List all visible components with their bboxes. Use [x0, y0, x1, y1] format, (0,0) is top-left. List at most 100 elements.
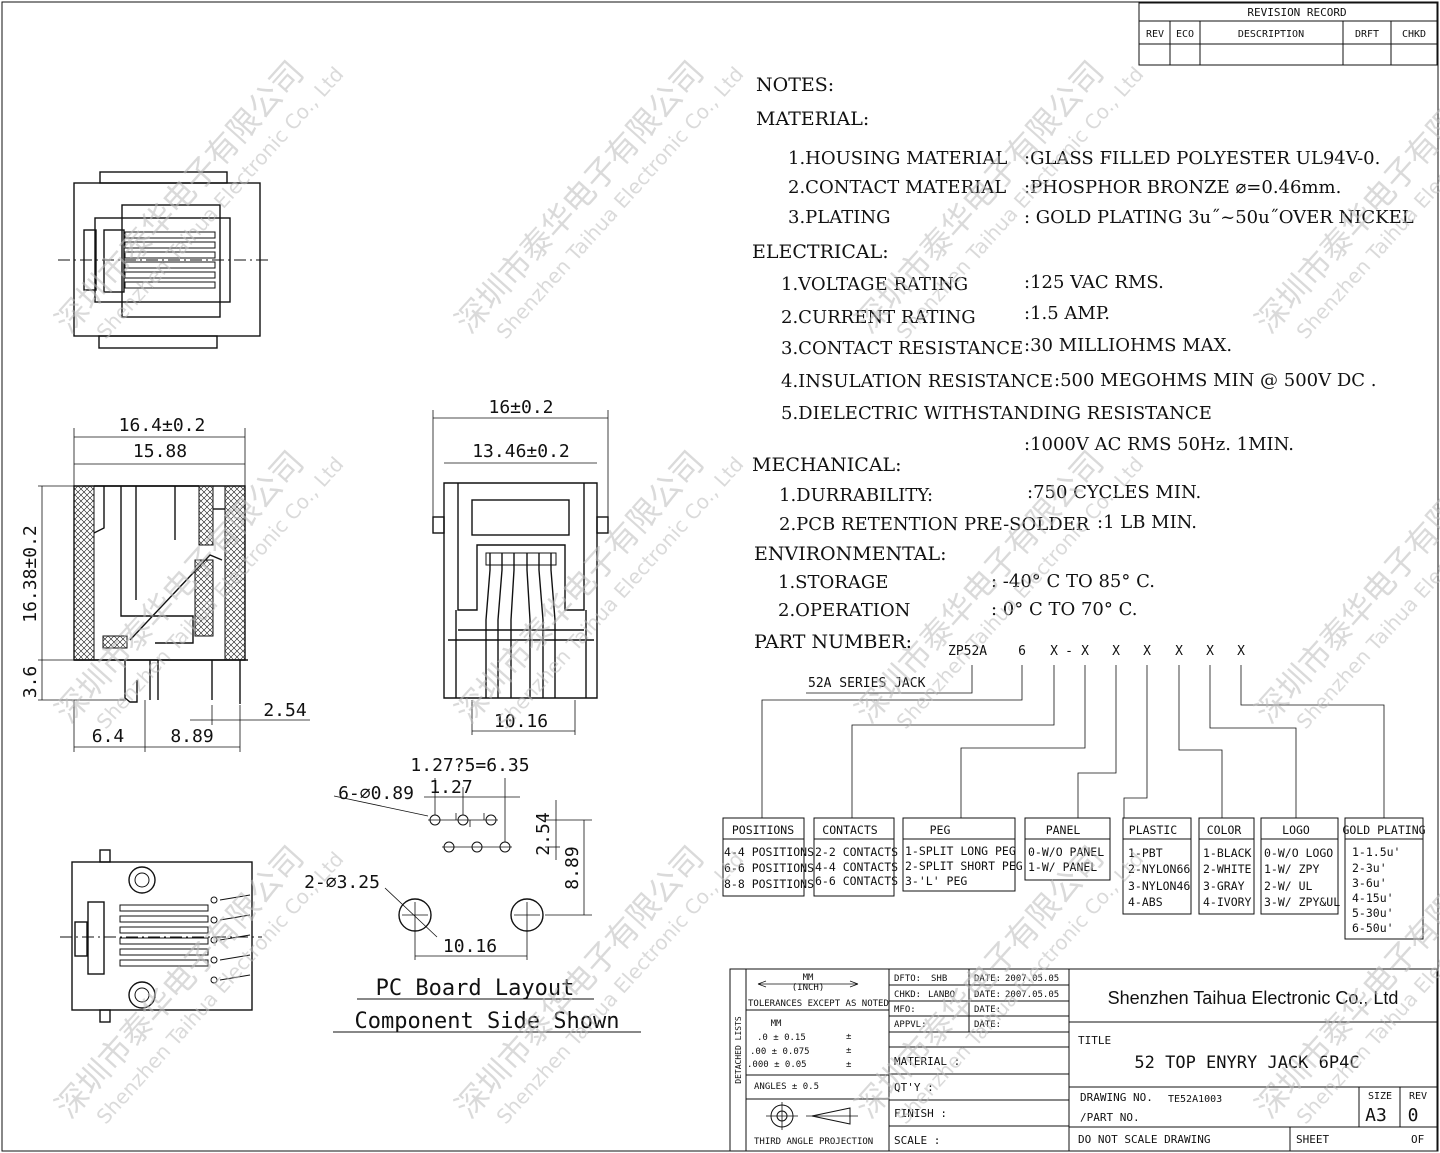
material-item-3-value: : GOLD PLATING 3u˝~50u˝OVER NICKEL — [1024, 207, 1414, 228]
watermarks: 深圳市泰华电子有限公司 Shenzhen Taihua Electronic Co… — [48, 53, 1440, 1128]
material-item-2-value: :PHOSPHOR BRONZE ⌀=0.46mm. — [1024, 177, 1341, 198]
watermark-en: Shenzhen Taihua Electronic Co., Ltd — [92, 452, 349, 733]
option-box-positions: POSITIONS 4-4 POSITIONS 6-6 POSITIONS 8-… — [722, 817, 814, 897]
mechanical-heading: MECHANICAL: — [752, 454, 902, 476]
appvl-date-label: DATE: — [974, 1020, 1001, 1030]
dim-pcb-pitch-total: 1.27?5=6.35 — [410, 755, 529, 776]
option-box-logo: LOGO 0-W/O LOGO 1-W/ ZPY 2-W/ UL 3-W/ ZP… — [1260, 817, 1340, 915]
option-line: 0-W/O LOGO — [1264, 846, 1333, 860]
drawing-no-value: TE52A1003 — [1168, 1094, 1222, 1105]
option-title: LOGO — [1282, 823, 1310, 837]
option-title: PEG — [930, 823, 951, 837]
option-title: GOLD PLATING — [1342, 823, 1425, 837]
code-prefix: ZP52A — [948, 644, 987, 659]
part-number-heading: PART NUMBER: — [754, 631, 912, 653]
chkd-label: CHKD: — [894, 990, 921, 1000]
material-item-1-label: 1.HOUSING MATERIAL — [788, 148, 1007, 169]
dim-side-pitch: 2.54 — [263, 700, 306, 721]
code-pos-7: X — [1206, 644, 1214, 659]
option-line: 2-WHITE — [1203, 862, 1252, 876]
tolerance-row-3: .000 ± 0.05 — [747, 1060, 807, 1070]
side-view-dimensions: 16.4±0.2 15.88 16.38±0.2 3.6 6.4 8.89 2.… — [20, 415, 310, 752]
material-item-1-value: :GLASS FILLED POLYESTER UL94V-0. — [1024, 148, 1380, 169]
third-angle-projection-symbol — [766, 1102, 858, 1130]
option-box-color: COLOR 1-BLACK 2-WHITE 3-GRAY 4-IVORY — [1198, 817, 1255, 915]
qty-field-label: QT'Y : — [894, 1081, 934, 1094]
watermark-en: Shenzhen Taihua Electronic Co., Ltd — [492, 452, 749, 733]
mechanical-item-1-label: 1.DURRABILITY: — [779, 485, 933, 506]
option-title: PANEL — [1046, 823, 1081, 837]
dim-pcb-height: 8.89 — [562, 846, 583, 889]
electrical-item-1-value: :125 VAC RMS. — [1024, 272, 1164, 293]
front-view-contacts — [485, 552, 557, 698]
material-field-label: MATERIAL : — [894, 1055, 960, 1068]
option-line: 4-ABS — [1128, 895, 1163, 909]
electrical-item-4-value: :500 MEGOHMS MIN @ 500V DC . — [1054, 370, 1377, 391]
electrical-item-3-label: 3.CONTACT RESISTANCE — [781, 338, 1023, 359]
code-pos-1: 6 — [1018, 644, 1026, 659]
part-no-label: /PART NO. — [1080, 1111, 1140, 1124]
title-label: TITLE — [1078, 1034, 1111, 1047]
sheet-of-label: OF — [1411, 1133, 1424, 1146]
dim-side-span: 8.89 — [170, 726, 213, 747]
chkd-value: LANBO — [928, 990, 955, 1000]
dim-pcb-row: 2.54 — [533, 812, 554, 855]
electrical-item-3-value: :30 MILLIOHMS MAX. — [1024, 335, 1232, 356]
code-pos-5: X — [1143, 644, 1151, 659]
units-inch: (INCH) — [792, 983, 825, 993]
bottom-view-drawing — [60, 849, 262, 1023]
material-heading: MATERIAL: — [756, 108, 869, 130]
option-line: 0-W/O PANEL — [1028, 845, 1104, 859]
bottom-view-contacts — [119, 904, 209, 967]
option-line: 1-W/ PANEL — [1028, 860, 1097, 874]
option-line: 2-SPLIT SHORT PEG — [905, 859, 1023, 873]
watermark-en: Shenzhen Taihua Electronic Co., Ltd — [492, 62, 749, 343]
chkd-date-label: DATE: — [974, 990, 1001, 1000]
title-block: MM (INCH) TOLERANCES EXCEPT AS NOTED DET… — [729, 968, 1438, 1152]
option-boxes: POSITIONS 4-4 POSITIONS 6-6 POSITIONS 8-… — [722, 817, 1426, 940]
angles-tolerance: ANGLES ± 0.5 — [754, 1082, 819, 1092]
code-pos-6: X — [1175, 644, 1183, 659]
pcb-caption-line-2: Component Side Shown — [355, 1009, 620, 1034]
watermark-cn: 深圳市泰华电子有限公司 — [48, 838, 312, 1125]
option-box-plastic: PLASTIC 1-PBT 2-NYLON66 3-NYLON46 4-ABS — [1122, 817, 1192, 915]
option-line: 6-6 POSITIONS — [724, 861, 814, 875]
material-item-3-label: 3.PLATING — [788, 207, 891, 228]
option-title: CONTACTS — [822, 823, 877, 837]
sheet-label: SHEET — [1296, 1133, 1329, 1146]
dim-pcb-span: 10.16 — [443, 936, 497, 957]
dfto-value: SHB — [931, 974, 947, 984]
units-mm: MM — [803, 973, 814, 983]
electrical-item-1-label: 1.VOLTAGE RATING — [781, 274, 968, 295]
code-pos-4: X — [1112, 644, 1120, 659]
code-dash: - — [1065, 644, 1073, 659]
dim-pcb-holes-large: 2-⌀3.25 — [304, 872, 380, 893]
environmental-item-1-label: 1.STORAGE — [778, 572, 888, 593]
front-view-dimensions: 16±0.2 13.46±0.2 10.16 — [432, 397, 609, 735]
option-line: 1-SPLIT LONG PEG — [905, 844, 1016, 858]
part-number-code: ZP52A 6 X - X X X X X X 52A SERIES JACK — [761, 644, 1385, 818]
electrical-heading: ELECTRICAL: — [752, 241, 889, 263]
mechanical-item-2-label: 2.PCB RETENTION PRE-SOLDER — [779, 514, 1090, 535]
front-view-drawing — [432, 482, 609, 699]
option-box-gold-plating: GOLD PLATING 1-1.5u' 2-3u' 3-6u' 4-15u' … — [1342, 817, 1426, 940]
side-section-view — [73, 485, 248, 704]
option-line: 2-3u' — [1352, 861, 1387, 875]
dfto-date-value: 2007.05.05 — [1005, 974, 1059, 984]
pcb-caption-line-1: PC Board Layout — [376, 976, 575, 1001]
dim-side-pin: 3.6 — [20, 666, 41, 699]
title-value: 52 TOP ENYRY JACK 6P4C — [1134, 1053, 1359, 1073]
size-label: SIZE — [1368, 1091, 1392, 1102]
tolerance-plus-3: ± — [846, 1060, 852, 1070]
environmental-item-1-value: : -40° C TO 85° C. — [991, 571, 1155, 592]
code-pos-8: X — [1237, 644, 1245, 659]
electrical-item-4-label: 4.INSULATION RESISTANCE — [781, 371, 1053, 392]
option-line: 3-GRAY — [1203, 879, 1245, 893]
dfto-label: DFTO: — [894, 974, 921, 984]
dim-side-width-outer: 16.4±0.2 — [119, 415, 206, 436]
dim-front-width-inner: 13.46±0.2 — [472, 441, 570, 462]
option-line: 4-IVORY — [1203, 895, 1252, 909]
notes-section: NOTES: MATERIAL: 1.HOUSING MATERIAL :GLA… — [752, 74, 1414, 653]
scale-field-label: SCALE : — [894, 1134, 940, 1147]
